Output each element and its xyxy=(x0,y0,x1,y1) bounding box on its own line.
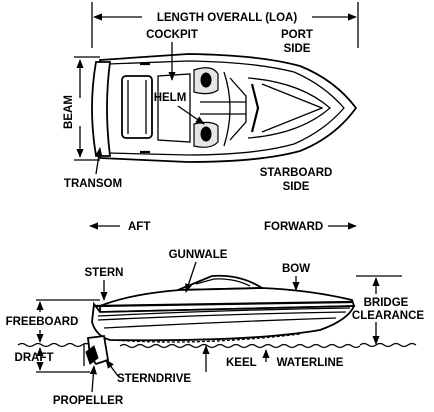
loa-label: LENGTH OVERALL (LOA) xyxy=(157,12,298,24)
beam-dimension: BEAM xyxy=(63,56,100,161)
bridge-clearance-label-line2: CLEARANCE xyxy=(352,310,425,322)
freeboard-label: FREEBOARD xyxy=(6,316,79,328)
port-side-label-line2: SIDE xyxy=(284,43,311,55)
transom-label: TRANSOM xyxy=(64,178,122,190)
top-view: LENGTH OVERALL (LOA) BEAM xyxy=(63,2,359,193)
gunwale-label: GUNWALE xyxy=(169,249,228,261)
bridge-clearance-label-line1: BRIDGE xyxy=(364,297,409,309)
cockpit-label: COCKPIT xyxy=(146,29,198,41)
forward-label: FORWARD xyxy=(264,221,323,233)
bridge-clearance-dimension: BRIDGE CLEARANCE xyxy=(352,275,425,345)
aft-label: AFT xyxy=(128,221,150,233)
draft-label: DRAFT xyxy=(15,352,54,364)
boat-top-outline xyxy=(91,53,358,163)
loa-dimension: LENGTH OVERALL (LOA) xyxy=(91,2,359,48)
starboard-side-label-line1: STARBOARD xyxy=(260,167,333,179)
stern-label: STERN xyxy=(85,267,124,279)
keel-label: KEEL xyxy=(226,357,257,369)
waterline-label: WATERLINE xyxy=(277,357,344,369)
helm-label: HELM xyxy=(154,92,187,104)
side-view: FREEBOARD DRAFT BRIDGE CLEARANCE STERN G… xyxy=(6,249,425,407)
freeboard-draft-dimension: FREEBOARD DRAFT xyxy=(6,299,100,373)
water xyxy=(17,342,417,349)
starboard-side-label-line2: SIDE xyxy=(283,181,310,193)
bow-label: BOW xyxy=(282,263,310,275)
sterndrive-label: STERNDRIVE xyxy=(117,373,191,385)
beam-label: BEAM xyxy=(63,95,75,129)
boat-side-hull xyxy=(91,274,356,343)
sterndrive xyxy=(83,334,110,366)
propeller-label: PROPELLER xyxy=(53,395,124,407)
port-side-label-line1: PORT xyxy=(281,29,313,41)
direction-indicators: AFT FORWARD xyxy=(89,221,357,233)
